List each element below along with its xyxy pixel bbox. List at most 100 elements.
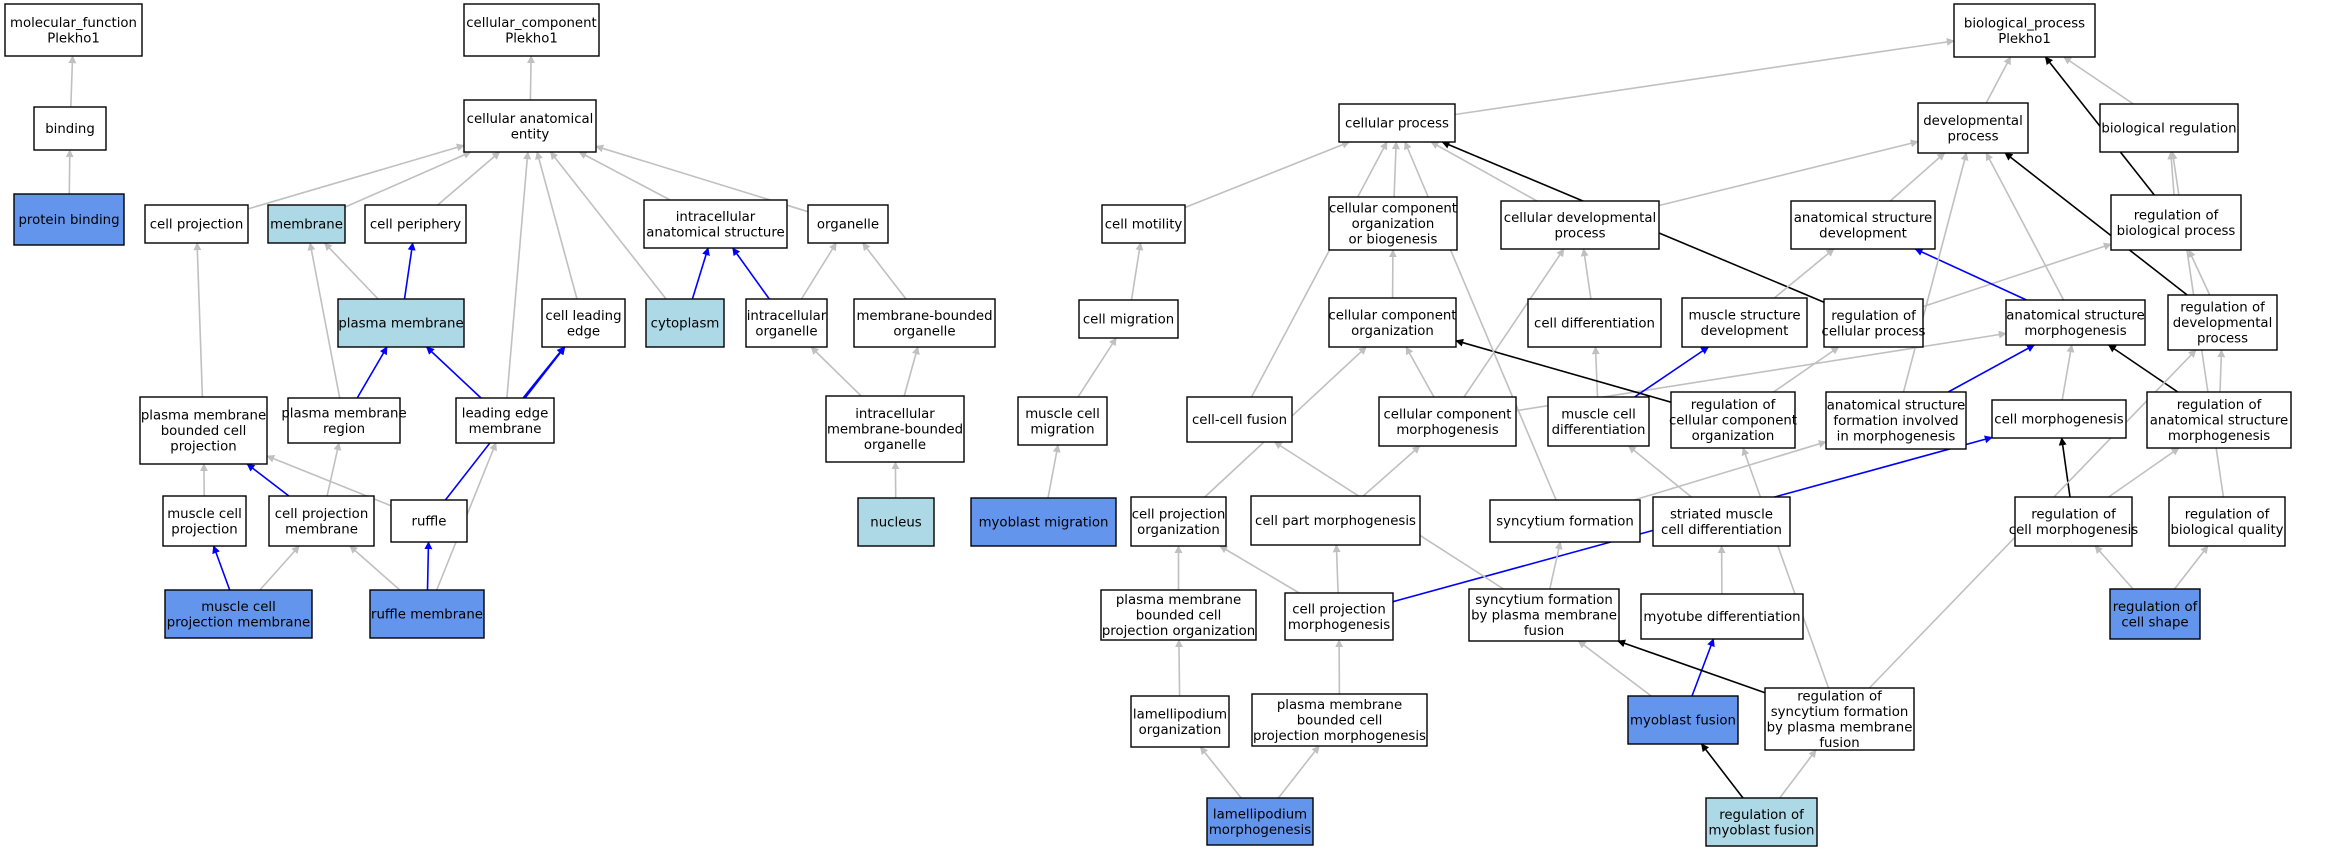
- node-box: [645, 298, 725, 348]
- node-label: plasma membrane: [1116, 593, 1241, 608]
- edge-membrane-to-cae: [344, 151, 472, 208]
- node-label: syncytium formation: [1771, 705, 1909, 720]
- node-label: ruffle: [412, 515, 447, 530]
- node-cytoplasm: cytoplasm: [645, 298, 725, 348]
- node-box: [337, 298, 465, 348]
- node-label: organization: [1692, 429, 1775, 444]
- node-box: [2109, 588, 2201, 640]
- node-cell-differentiation: cell differentiation: [1527, 298, 1662, 348]
- edge-myoblast-fusion-to-myotube-differentiation: [1691, 638, 1715, 697]
- node-label: Plekho1: [47, 31, 100, 46]
- node-label: Plekho1: [1998, 32, 2051, 47]
- node-cellular-process: cellular process: [1338, 103, 1456, 143]
- node-label: organization: [1351, 324, 1434, 339]
- node-myotube-differentiation: myotube differentiation: [1640, 593, 1804, 640]
- node-label: anatomical structure: [1794, 211, 1932, 226]
- node-label: cell leading: [545, 309, 621, 324]
- node-box: [1640, 593, 1804, 640]
- edge-smcd-to-mcd: [1627, 445, 1692, 498]
- node-cell-periphery: cell periphery: [364, 204, 467, 244]
- node-cell-motility: cell motility: [1101, 204, 1186, 244]
- node-box: [390, 499, 468, 543]
- edge-intracellular-organelle-to-organelle: [800, 242, 837, 300]
- edge-cell-morphogenesis-to-asm: [2061, 344, 2075, 401]
- edge: [1779, 749, 1817, 799]
- node-box: [1652, 496, 1791, 547]
- node-label: biological regulation: [2101, 122, 2236, 137]
- node-label: myotube differentiation: [1643, 610, 1800, 625]
- edge: [1947, 344, 2036, 393]
- edge: [1077, 337, 1117, 398]
- edge-cell-periphery-to-cae: [437, 151, 501, 206]
- edge-rsfbpmf-to-sfbpmf: [1617, 639, 1766, 694]
- node-organelle: organelle: [807, 204, 889, 244]
- edge: [1455, 338, 1672, 403]
- edge-binding-to-mf: [68, 55, 77, 108]
- node-protein-binding: protein binding: [13, 193, 125, 246]
- edge-cytoplasm-to-cae: [549, 151, 667, 300]
- node-label: regulation of: [1797, 689, 1882, 704]
- node-label: fusion: [1524, 624, 1564, 639]
- edge: [246, 463, 290, 497]
- edge-rmf-to-rsfbpmf: [1779, 749, 1817, 799]
- node-label: muscle structure: [1688, 308, 1800, 323]
- edge-rcm-to-cell-morphogenesis: [2058, 437, 2071, 498]
- node-label: biological_process: [1964, 16, 2085, 31]
- node-label: projection membrane: [167, 615, 310, 630]
- node-label: by plasma membrane: [1767, 720, 1913, 735]
- edge-syncytium-formation-to-asfim: [1633, 440, 1827, 501]
- edge: [1454, 37, 1955, 116]
- node-box: [1500, 200, 1660, 250]
- node-label: myoblast fusion: [1709, 823, 1815, 838]
- node-label: organelle: [893, 324, 955, 339]
- node-box: [807, 204, 889, 244]
- edge: [326, 442, 342, 497]
- node-box: [1130, 496, 1227, 547]
- edge: [2217, 349, 2226, 393]
- edge-lamellipodium-organization-to-pmbcpo: [1174, 639, 1183, 697]
- node-box: [1489, 499, 1641, 543]
- node-label: cellular anatomical: [467, 112, 594, 127]
- node-label: cellular developmental: [1504, 211, 1656, 226]
- node-cell-migration: cell migration: [1078, 299, 1179, 339]
- node-label: lamellipodium: [1133, 707, 1227, 722]
- edge-lamellipodium-morphogenesis-to-lamellipodium-organization: [1199, 746, 1242, 799]
- edge-rcm-to-rasm: [2108, 447, 2180, 498]
- node-cpmorph: cell part morphogenesis: [1250, 495, 1421, 546]
- edge-rdp-to-rbp: [2188, 249, 2211, 296]
- node-box: [287, 397, 401, 444]
- node-ccf: cell-cell fusion: [1186, 396, 1293, 443]
- edge: [1174, 639, 1183, 697]
- edge: [800, 242, 837, 300]
- edge: [1700, 743, 1744, 799]
- edge: [1773, 248, 1835, 299]
- node-label: lamellipodium: [1213, 807, 1307, 822]
- edge-ccm-to-cco: [1405, 346, 1435, 398]
- edge-cdp-to-cellular-process: [1430, 141, 1538, 202]
- node-box: [1670, 391, 1796, 449]
- node-box: [1991, 399, 2127, 439]
- node-box: [1917, 102, 2029, 154]
- node-box: [13, 193, 125, 246]
- edge: [1985, 56, 2012, 104]
- edge: [1277, 745, 1320, 799]
- node-label: cellular process: [1822, 324, 1926, 339]
- node-label: myoblast migration: [979, 516, 1109, 531]
- node-label: membrane: [285, 522, 358, 537]
- edge-rdp-to-developmental-process: [2004, 152, 2188, 296]
- edge: [68, 55, 77, 108]
